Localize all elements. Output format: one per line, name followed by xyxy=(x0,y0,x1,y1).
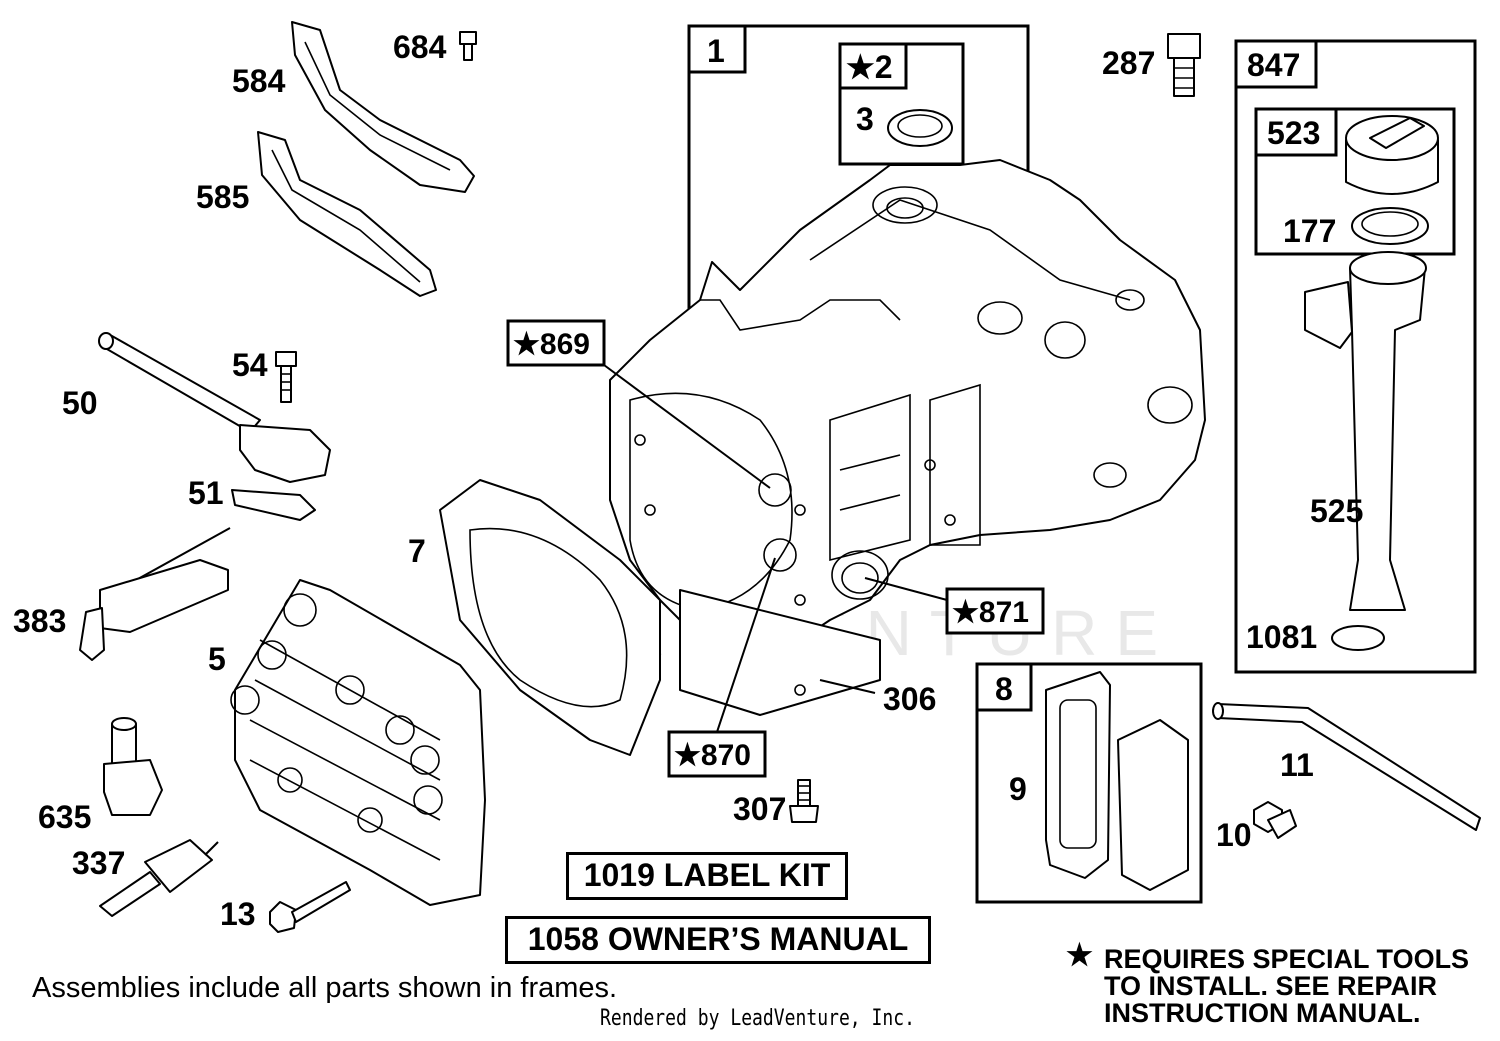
frame-8-tab xyxy=(975,662,1033,712)
owners-manual-box[interactable]: 1058 OWNER’S MANUAL xyxy=(505,916,931,964)
callout-11[interactable]: 11 xyxy=(1280,747,1314,783)
callout-1[interactable]: 1 xyxy=(707,33,725,69)
spark-plug-part-337[interactable] xyxy=(99,839,219,917)
bolt-part-13[interactable] xyxy=(269,881,351,933)
callout-13[interactable]: 13 xyxy=(220,896,256,932)
callout-870-box xyxy=(667,730,767,778)
callout-1081[interactable]: 1081 xyxy=(1246,619,1317,655)
head-gasket-part-7[interactable] xyxy=(439,479,661,756)
cylinder-block-part[interactable] xyxy=(609,159,1206,651)
frame-847 xyxy=(1234,39,1477,674)
frame-847-tab xyxy=(1234,39,1318,89)
drain-plug-part-10[interactable] xyxy=(1253,801,1297,839)
star-icon: ★ xyxy=(1066,939,1093,972)
callout-10[interactable]: 10 xyxy=(1216,817,1252,853)
callout-635[interactable]: 635 xyxy=(38,799,91,835)
callout-2[interactable]: ★2 xyxy=(846,49,892,85)
callout-684[interactable]: 684 xyxy=(393,29,447,65)
callout-9[interactable]: 9 xyxy=(1009,771,1027,807)
label-kit-box[interactable]: 1019 LABEL KIT xyxy=(566,852,848,900)
wire-part-383[interactable] xyxy=(79,527,231,661)
frame-1-tab xyxy=(687,24,747,74)
callout-8[interactable]: 8 xyxy=(995,671,1013,707)
special-note-line-1: REQUIRES SPECIAL TOOLS xyxy=(1104,944,1470,974)
callout-307[interactable]: 307 xyxy=(733,791,786,827)
callout-7[interactable]: 7 xyxy=(408,533,426,569)
callout-869-box xyxy=(506,319,606,367)
callout-337[interactable]: 337 xyxy=(72,845,125,881)
screw-part-54[interactable] xyxy=(275,351,297,403)
callout-847[interactable]: 847 xyxy=(1247,47,1300,83)
screw-part-307[interactable] xyxy=(789,779,819,823)
dipstick-tube-part-525[interactable] xyxy=(1304,251,1427,611)
frame-523-tab xyxy=(1254,107,1338,157)
callout-287[interactable]: 287 xyxy=(1102,45,1155,81)
callout-383[interactable]: 383 xyxy=(13,603,66,639)
oil-fill-tube-part-11[interactable] xyxy=(1212,702,1481,831)
callout-525[interactable]: 525 xyxy=(1310,493,1363,529)
callout-5[interactable]: 5 xyxy=(208,641,226,677)
frame-523 xyxy=(1254,107,1456,256)
breather-tube-part-50[interactable] xyxy=(98,332,331,483)
special-tools-note: ★ REQUIRES SPECIAL TOOLS TO INSTALL. SEE… xyxy=(1066,941,1470,1028)
callout-870[interactable]: ★870 xyxy=(674,739,751,772)
elbow-part-635[interactable] xyxy=(103,717,163,816)
callout-54[interactable]: 54 xyxy=(232,347,268,383)
gasket-part-9[interactable] xyxy=(1045,671,1111,879)
rendered-by-credit: Rendered by LeadVenture, Inc. xyxy=(600,1006,915,1031)
frame-8 xyxy=(975,662,1203,904)
o-ring-part-177[interactable] xyxy=(1351,207,1429,245)
breather-cover-part[interactable] xyxy=(1117,719,1189,891)
callout-584[interactable]: 584 xyxy=(232,63,286,99)
callout-871-box xyxy=(945,587,1045,635)
cylinder-head-part-5[interactable] xyxy=(230,579,486,906)
callout-50[interactable]: 50 xyxy=(62,385,98,421)
callout-523[interactable]: 523 xyxy=(1267,115,1320,151)
gasket-part-585[interactable] xyxy=(257,131,437,297)
special-note-line-3: INSTRUCTION MANUAL. xyxy=(1104,998,1421,1028)
o-ring-part-1081[interactable] xyxy=(1331,625,1385,651)
screw-part-684[interactable] xyxy=(459,31,477,61)
callout-177[interactable]: 177 xyxy=(1283,213,1336,249)
callout-871[interactable]: ★871 xyxy=(952,596,1029,629)
special-note-line-2: TO INSTALL. SEE REPAIR xyxy=(1104,971,1438,1001)
label-plate-part-306[interactable] xyxy=(679,589,881,716)
callout-3[interactable]: 3 xyxy=(856,101,874,137)
frame-2-tab xyxy=(838,42,908,90)
bolt-part-287[interactable] xyxy=(1167,33,1201,97)
callout-585[interactable]: 585 xyxy=(196,179,249,215)
assemblies-note: Assemblies include all parts shown in fr… xyxy=(32,972,618,1004)
dipstick-cap-part-523[interactable] xyxy=(1345,115,1439,195)
callout-306[interactable]: 306 xyxy=(883,681,936,717)
callout-869[interactable]: ★869 xyxy=(513,328,590,361)
gasket-part-51[interactable] xyxy=(231,489,316,521)
callout-51[interactable]: 51 xyxy=(188,475,224,511)
gasket-part-584[interactable] xyxy=(291,21,475,193)
